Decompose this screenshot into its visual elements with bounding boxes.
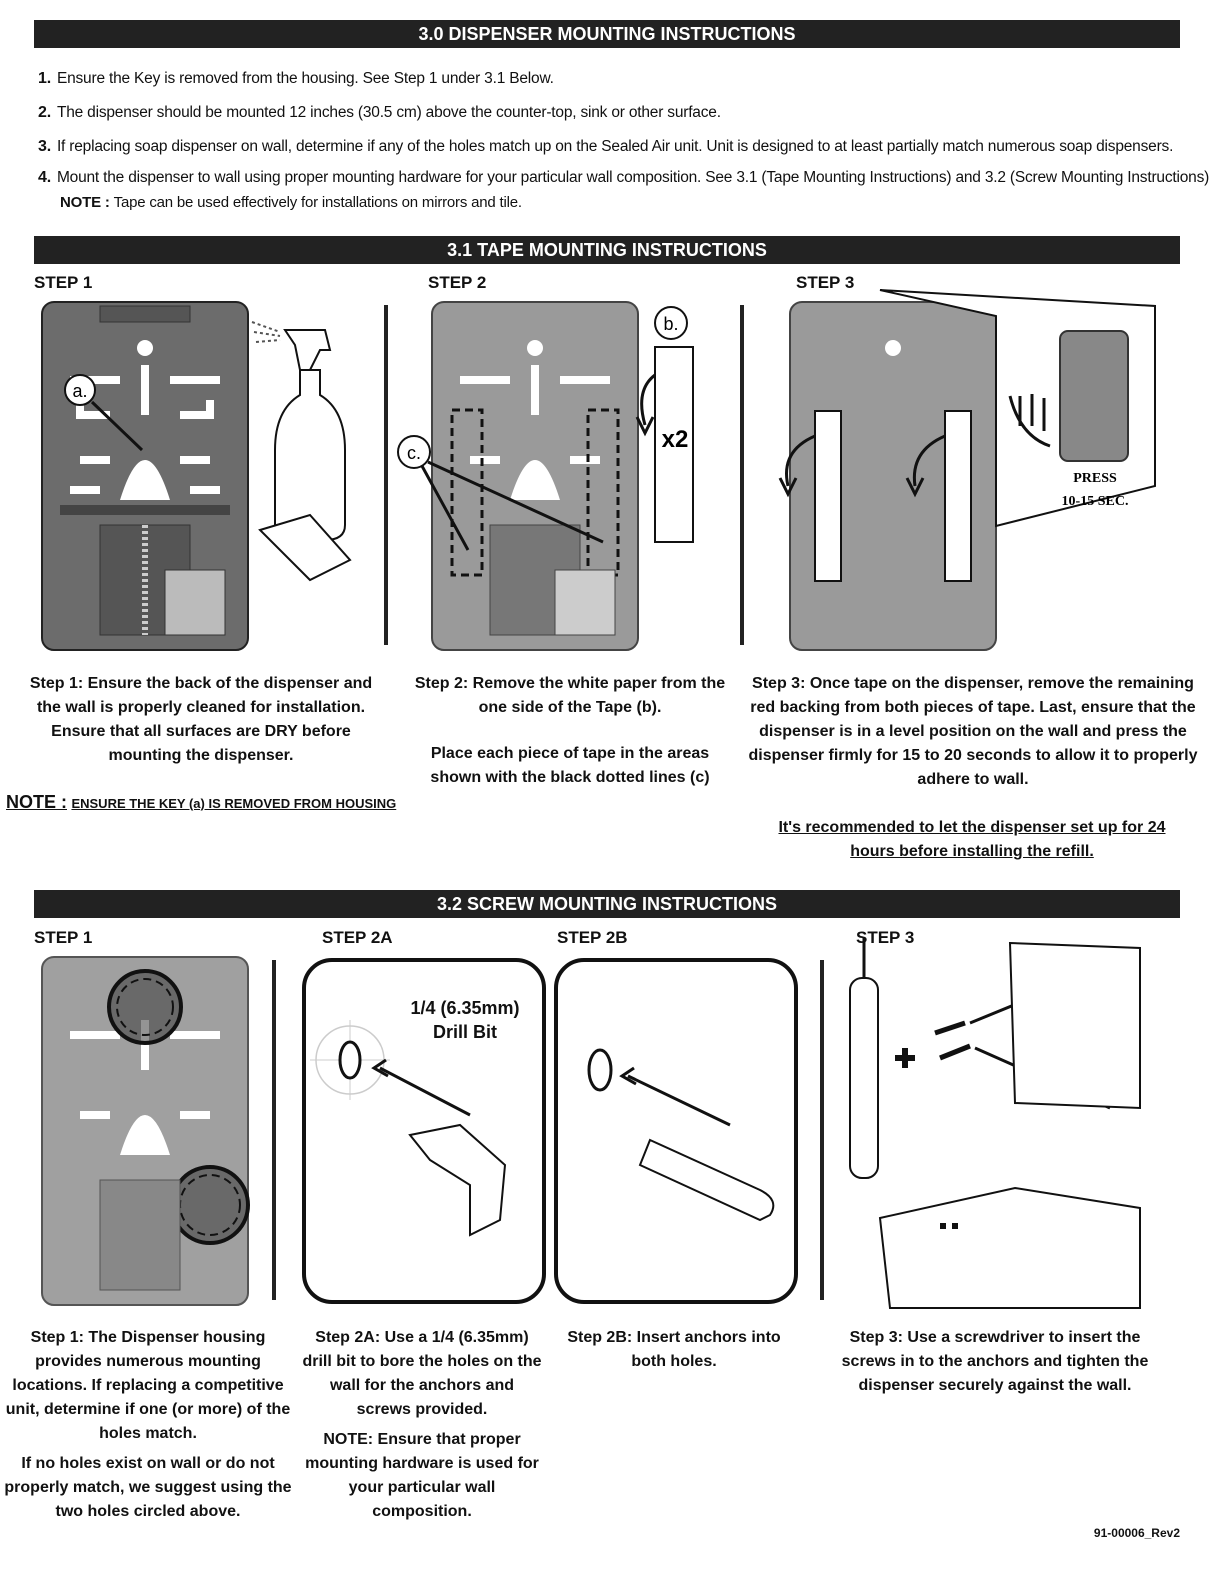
section-30-title: 3.0 DISPENSER MOUNTING INSTRUCTIONS <box>34 20 1180 48</box>
tape-note: NOTE : ENSURE THE KEY (a) IS REMOVED FRO… <box>6 792 397 812</box>
divider <box>820 960 824 1300</box>
dispenser-press-wall-illustration: PRESS 10-15 SEC. <box>778 289 1156 651</box>
tape-step1-label: STEP 1 <box>34 273 93 292</box>
svg-text:c.: c. <box>407 443 421 463</box>
tape-step1-caption: Step 1: Ensure the back of the dispenser… <box>29 675 373 764</box>
divider <box>740 305 744 645</box>
dispenser-tape-areas-illustration <box>431 301 639 651</box>
tape-strip-illustration: b. x2 <box>635 306 694 543</box>
tape-step2-label: STEP 2 <box>428 273 487 292</box>
screw-step1-label: STEP 1 <box>34 928 93 947</box>
drill-illustration <box>310 1020 507 1237</box>
dispenser-mounting-holes-illustration <box>41 956 250 1306</box>
screw-step2a-caption: Step 2A: Use a 1/4 (6.35mm) drill bit to… <box>302 1329 542 1520</box>
step2b-frame <box>554 958 798 1304</box>
tape-step2-caption: Step 2: Remove the white paper from the … <box>414 675 726 786</box>
divider <box>384 305 388 645</box>
divider <box>272 960 276 1300</box>
spray-bottle-illustration <box>251 321 352 582</box>
press-time-label: 10-15 SEC. <box>1062 494 1129 509</box>
tape-step3-label: STEP 3 <box>796 273 855 292</box>
dispenser-open-screws-illustration <box>849 938 1141 1309</box>
anchor-illustration <box>587 1048 775 1222</box>
dispenser-back-illustration <box>41 301 249 651</box>
screw-step2b-label: STEP 2B <box>557 928 628 947</box>
instruction-note: NOTE :Tape can be used effectively for i… <box>60 194 522 211</box>
screw-step1-caption: Step 1: The Dispenser housing provides n… <box>4 1329 292 1520</box>
document-id: 91-00006_Rev2 <box>1093 1526 1180 1540</box>
svg-text:b.: b. <box>663 314 678 334</box>
svg-text:a.: a. <box>72 381 87 401</box>
instruction-2: 2.The dispenser should be mounted 12 inc… <box>38 104 721 121</box>
callout-a: a. <box>64 374 144 452</box>
instruction-1: 1.Ensure the Key is removed from the hou… <box>38 70 554 87</box>
instruction-3: 3.If replacing soap dispenser on wall, d… <box>38 138 1174 155</box>
screw-step2b-caption: Step 2B: Insert anchors into both holes. <box>567 1329 781 1370</box>
callout-c: c. <box>397 435 604 551</box>
screw-step3-label: STEP 3 <box>856 928 915 947</box>
step2a-frame <box>302 958 546 1304</box>
tape-step3-caption: Step 3: Once tape on the dispenser, remo… <box>748 675 1198 788</box>
section-32-title: 3.2 SCREW MOUNTING INSTRUCTIONS <box>34 890 1180 918</box>
x2-label: x2 <box>662 426 689 453</box>
section-31-title: 3.1 TAPE MOUNTING INSTRUCTIONS <box>34 236 1180 264</box>
screw-step2a-label: STEP 2A <box>322 928 393 947</box>
instruction-4: 4.Mount the dispenser to wall using prop… <box>38 169 1210 186</box>
tape-recommendation: It's recommended to let the dispenser se… <box>778 819 1166 860</box>
screw-step3-caption: Step 3: Use a screwdriver to insert the … <box>841 1329 1149 1394</box>
drill-bit-label: 1/4 (6.35mm) Drill Bit <box>410 998 520 1042</box>
press-label: PRESS <box>1073 471 1117 486</box>
